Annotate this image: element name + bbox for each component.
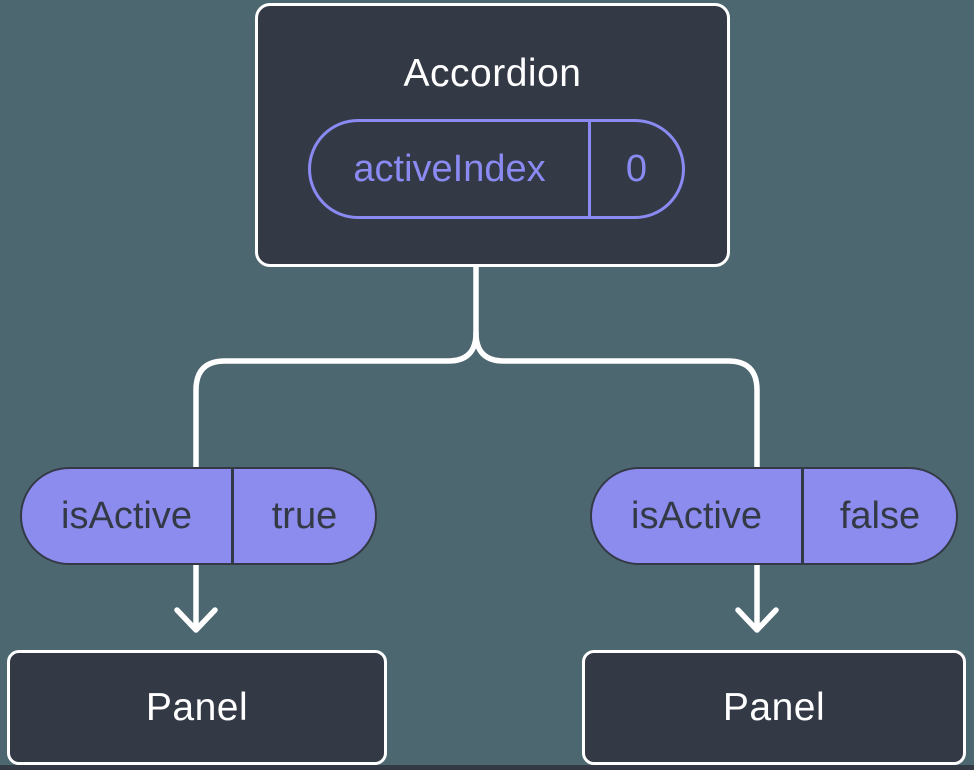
accordion-node-title: Accordion: [403, 52, 582, 95]
state-pill: activeIndex 0: [308, 119, 685, 219]
prop-pill-left-value: true: [271, 494, 338, 537]
prop-pill-right-name: isActive: [631, 494, 762, 537]
connector-right-branch: [473, 330, 760, 632]
panel-right-title: Panel: [722, 686, 826, 729]
prop-pill-right-divider: [801, 469, 804, 563]
panel-node-left: Panel: [7, 650, 387, 765]
panel-left-title: Panel: [145, 686, 249, 729]
prop-pill-left-name: isActive: [61, 494, 192, 537]
connector-left-branch: [193, 262, 479, 632]
prop-pill-right: isActive false: [590, 467, 958, 565]
panel-node-right: Panel: [582, 650, 966, 765]
prop-pill-left: isActive true: [20, 467, 377, 565]
state-pill-divider: [588, 122, 591, 216]
prop-pill-left-divider: [231, 469, 234, 563]
prop-pill-right-value: false: [839, 494, 921, 537]
arrow-down-right-icon: [735, 607, 779, 633]
accordion-node: Accordion activeIndex 0: [255, 3, 730, 267]
state-pill-name: activeIndex: [353, 147, 546, 190]
arrow-down-left-icon: [174, 607, 218, 633]
bottom-edge-strip: [0, 765, 974, 770]
state-pill-value: 0: [625, 147, 648, 190]
